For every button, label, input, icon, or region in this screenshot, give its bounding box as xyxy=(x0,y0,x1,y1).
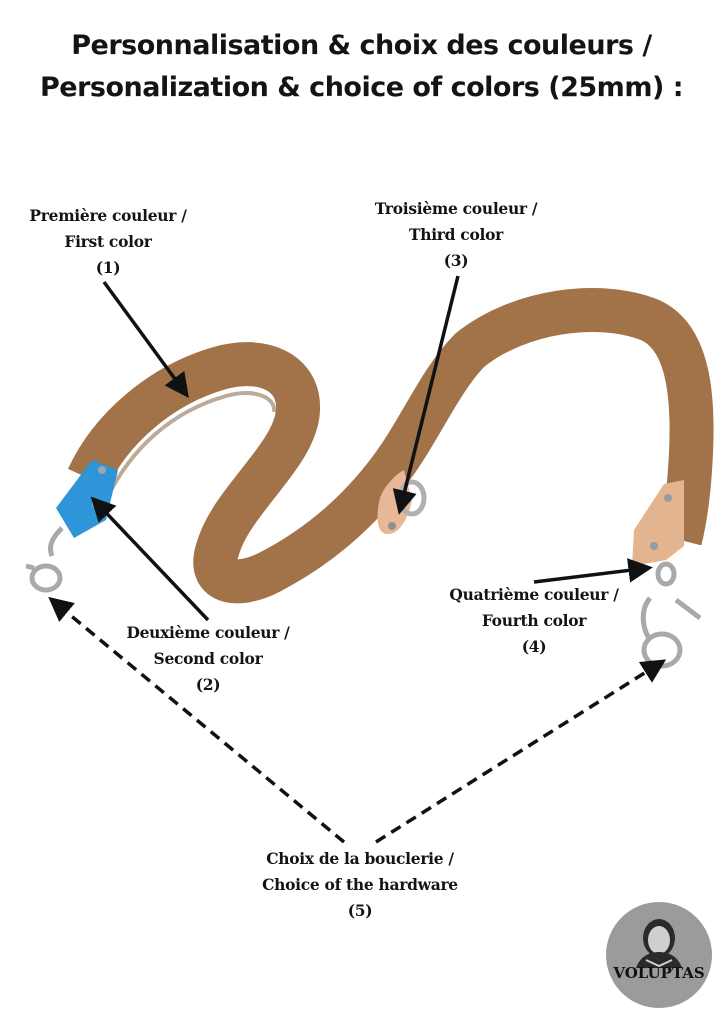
logo-portrait-icon xyxy=(636,919,682,968)
callout-fourth-color-num: (4) xyxy=(521,637,547,656)
right-end-piece xyxy=(632,480,684,566)
logo-text: VOLUPTAS xyxy=(613,964,705,982)
arrow-third-color xyxy=(392,275,460,515)
strap-edge-shadow xyxy=(104,391,277,501)
callout-first-color-en: First color xyxy=(64,232,152,251)
arrow-hardware-right xyxy=(375,659,667,844)
arrow-second-color xyxy=(90,496,210,622)
right-snap-hook xyxy=(640,561,702,669)
callout-third-color-num: (3) xyxy=(443,251,469,270)
arrow-hardware-left xyxy=(48,596,346,844)
callout-third-color: Troisième couleur / Third color (3) xyxy=(366,196,546,274)
arrow-fourth-color xyxy=(533,558,653,584)
callout-hardware-en: Choice of the hardware xyxy=(262,875,458,894)
callout-hardware-fr: Choix de la bouclerie / xyxy=(266,849,454,868)
callout-fourth-color-en: Fourth color xyxy=(481,611,587,630)
arrow-first-color xyxy=(102,280,189,398)
callout-first-color-fr: Première couleur / xyxy=(29,206,187,225)
callout-first-color: Première couleur / First color (1) xyxy=(18,203,198,281)
callout-hardware: Choix de la bouclerie / Choice of the ha… xyxy=(250,846,470,924)
left-snap-hook xyxy=(25,526,64,593)
callout-fourth-color-fr: Quatrième couleur / xyxy=(449,585,619,604)
brand-logo: VOLUPTAS xyxy=(606,902,712,1008)
callout-first-color-num: (1) xyxy=(95,258,121,277)
page-title-line-2: Personalization & choice of colors (25mm… xyxy=(39,72,684,103)
callout-third-color-en: Third color xyxy=(409,225,503,244)
left-end-piece xyxy=(56,460,118,538)
strap-band xyxy=(68,288,714,604)
callout-second-color-en: Second color xyxy=(153,649,263,668)
page-title-line-1: Personnalisation & choix des couleurs / xyxy=(71,30,652,61)
callout-fourth-color: Quatrième couleur / Fourth color (4) xyxy=(436,582,632,660)
strap xyxy=(68,288,714,604)
callout-hardware-num: (5) xyxy=(347,901,373,920)
callout-second-color-num: (2) xyxy=(195,675,221,694)
callout-second-color: Deuxième couleur / Second color (2) xyxy=(118,620,298,698)
callout-third-color-fr: Troisième couleur / xyxy=(374,199,538,218)
callout-second-color-fr: Deuxième couleur / xyxy=(126,623,290,642)
